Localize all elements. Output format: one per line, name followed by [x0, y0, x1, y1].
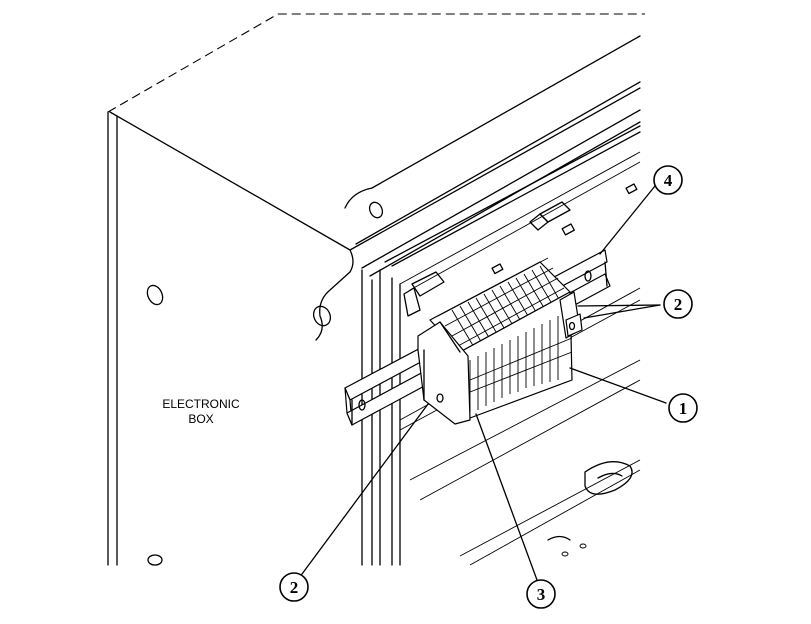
callout-2-left: 2 [279, 572, 309, 602]
callout-1: 1 [668, 393, 698, 423]
callout-1-label: 1 [679, 399, 688, 418]
callout-3: 3 [526, 579, 556, 609]
leader-lines [301, 185, 667, 581]
callout-4-label: 4 [664, 171, 673, 190]
terminal-front-slots [469, 316, 573, 412]
electronic-box-label-line2: BOX [188, 412, 213, 426]
callout-2-left-label: 2 [290, 578, 299, 597]
callout-4: 4 [653, 165, 683, 195]
callout-3-label: 3 [537, 585, 546, 604]
terminal-block-assembly [417, 257, 583, 425]
electronic-box-label-line1: ELECTRONIC [162, 397, 240, 411]
callout-2-right: 2 [663, 289, 693, 319]
callout-2-right-label: 2 [674, 295, 683, 314]
